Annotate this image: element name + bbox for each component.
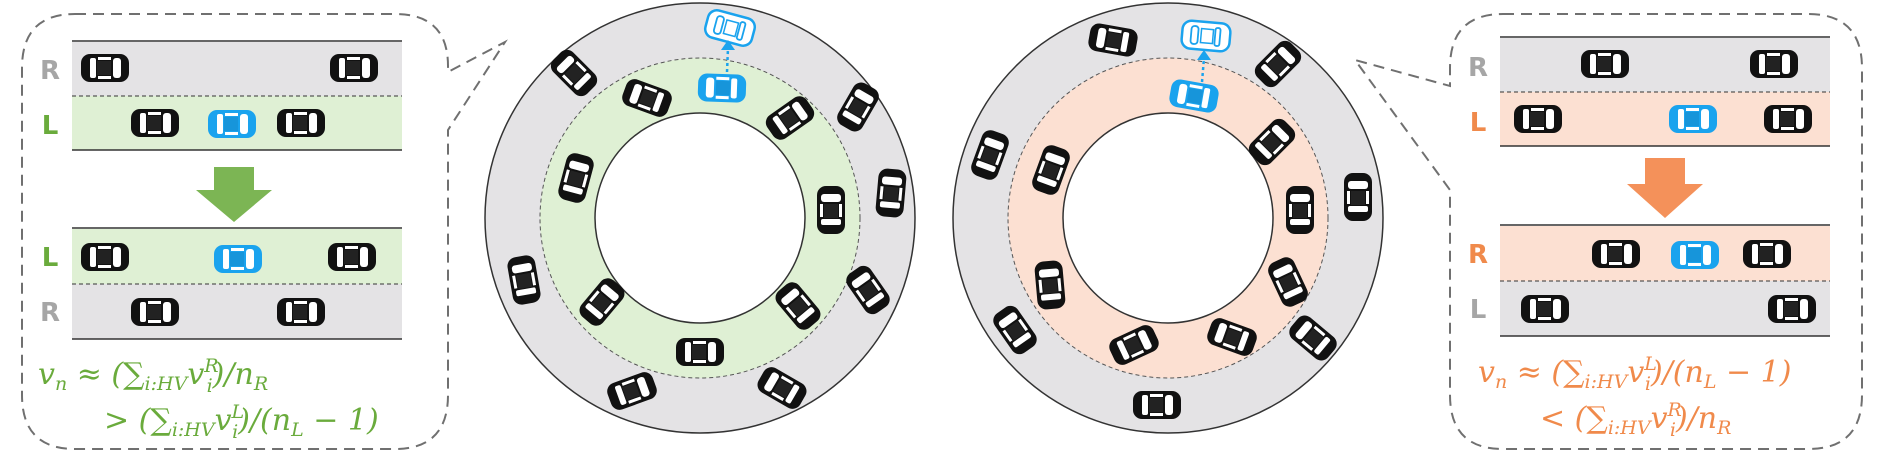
lane-change-arrow	[1200, 57, 1206, 83]
left-top-road	[72, 40, 402, 151]
car-icon	[1033, 259, 1067, 311]
car-icon	[131, 109, 179, 137]
ego-car-icon	[208, 110, 256, 138]
right-bottom-road	[1500, 224, 1830, 337]
lane-label: R	[40, 56, 60, 86]
lane-label: R	[1468, 53, 1488, 83]
car-icon	[131, 298, 179, 326]
car-icon	[1133, 391, 1181, 419]
car-icon	[1521, 295, 1569, 323]
car-icon	[330, 54, 378, 82]
lane-label: L	[1470, 108, 1487, 138]
car-icon	[328, 243, 376, 271]
lane-label: R	[40, 298, 60, 328]
car-icon	[1286, 186, 1314, 234]
ego-target-car-icon	[1179, 18, 1233, 54]
car-icon	[1592, 240, 1640, 268]
left-ring-road	[484, 2, 916, 434]
ego-car-icon	[1669, 105, 1717, 133]
car-icon	[874, 167, 908, 219]
down-arrow-icon	[1627, 158, 1703, 218]
lane-label: L	[42, 111, 59, 141]
lane-label: R	[1468, 240, 1488, 270]
car-icon	[277, 298, 325, 326]
right-ring-road	[952, 2, 1384, 434]
lane-change-arrow	[725, 47, 730, 73]
lane-label: L	[42, 243, 59, 273]
car-icon	[81, 54, 129, 82]
right-top-road	[1500, 36, 1830, 147]
car-icon	[1764, 105, 1812, 133]
arrow-head-icon	[1197, 50, 1211, 60]
left-bottom-road	[72, 227, 402, 340]
car-icon	[81, 243, 129, 271]
arrow-head-icon	[721, 40, 735, 50]
car-icon	[1514, 105, 1562, 133]
ego-car-icon	[1671, 241, 1719, 269]
car-icon	[1743, 240, 1791, 268]
car-icon	[1750, 50, 1798, 78]
down-arrow-icon	[196, 167, 272, 222]
lane-label: L	[1470, 295, 1487, 325]
car-icon	[817, 186, 845, 234]
car-icon	[1581, 50, 1629, 78]
car-icon	[676, 338, 724, 366]
car-icon	[1344, 173, 1372, 221]
car-icon	[277, 109, 325, 137]
car-icon	[1768, 295, 1816, 323]
ego-car-icon	[214, 245, 262, 273]
ego-car-icon	[697, 73, 747, 103]
